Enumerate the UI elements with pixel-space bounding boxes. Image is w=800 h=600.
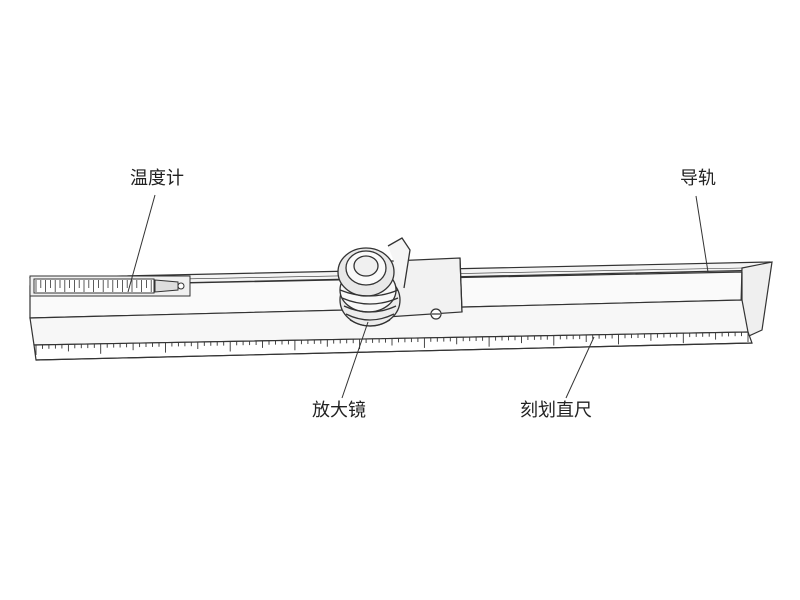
- leader-thermometer: [127, 194, 156, 293]
- leader-guide-rail: [695, 195, 709, 273]
- ruler-scale-ticks: [35, 332, 749, 355]
- label-thermometer: 温度计: [130, 168, 184, 189]
- leader-magnifier: [341, 321, 369, 399]
- thermometer: [29, 275, 191, 297]
- label-magnifier: 放大镜: [312, 400, 366, 421]
- leader-lines: [127, 194, 709, 399]
- label-guide-rail: 导轨: [680, 168, 716, 189]
- thermometer-scale-ticks: [35, 280, 152, 292]
- leader-ruler: [565, 336, 595, 399]
- scale-ruler: [29, 299, 753, 361]
- label-scale-ruler: 刻划直尺: [520, 400, 592, 421]
- magnifier: [337, 237, 411, 327]
